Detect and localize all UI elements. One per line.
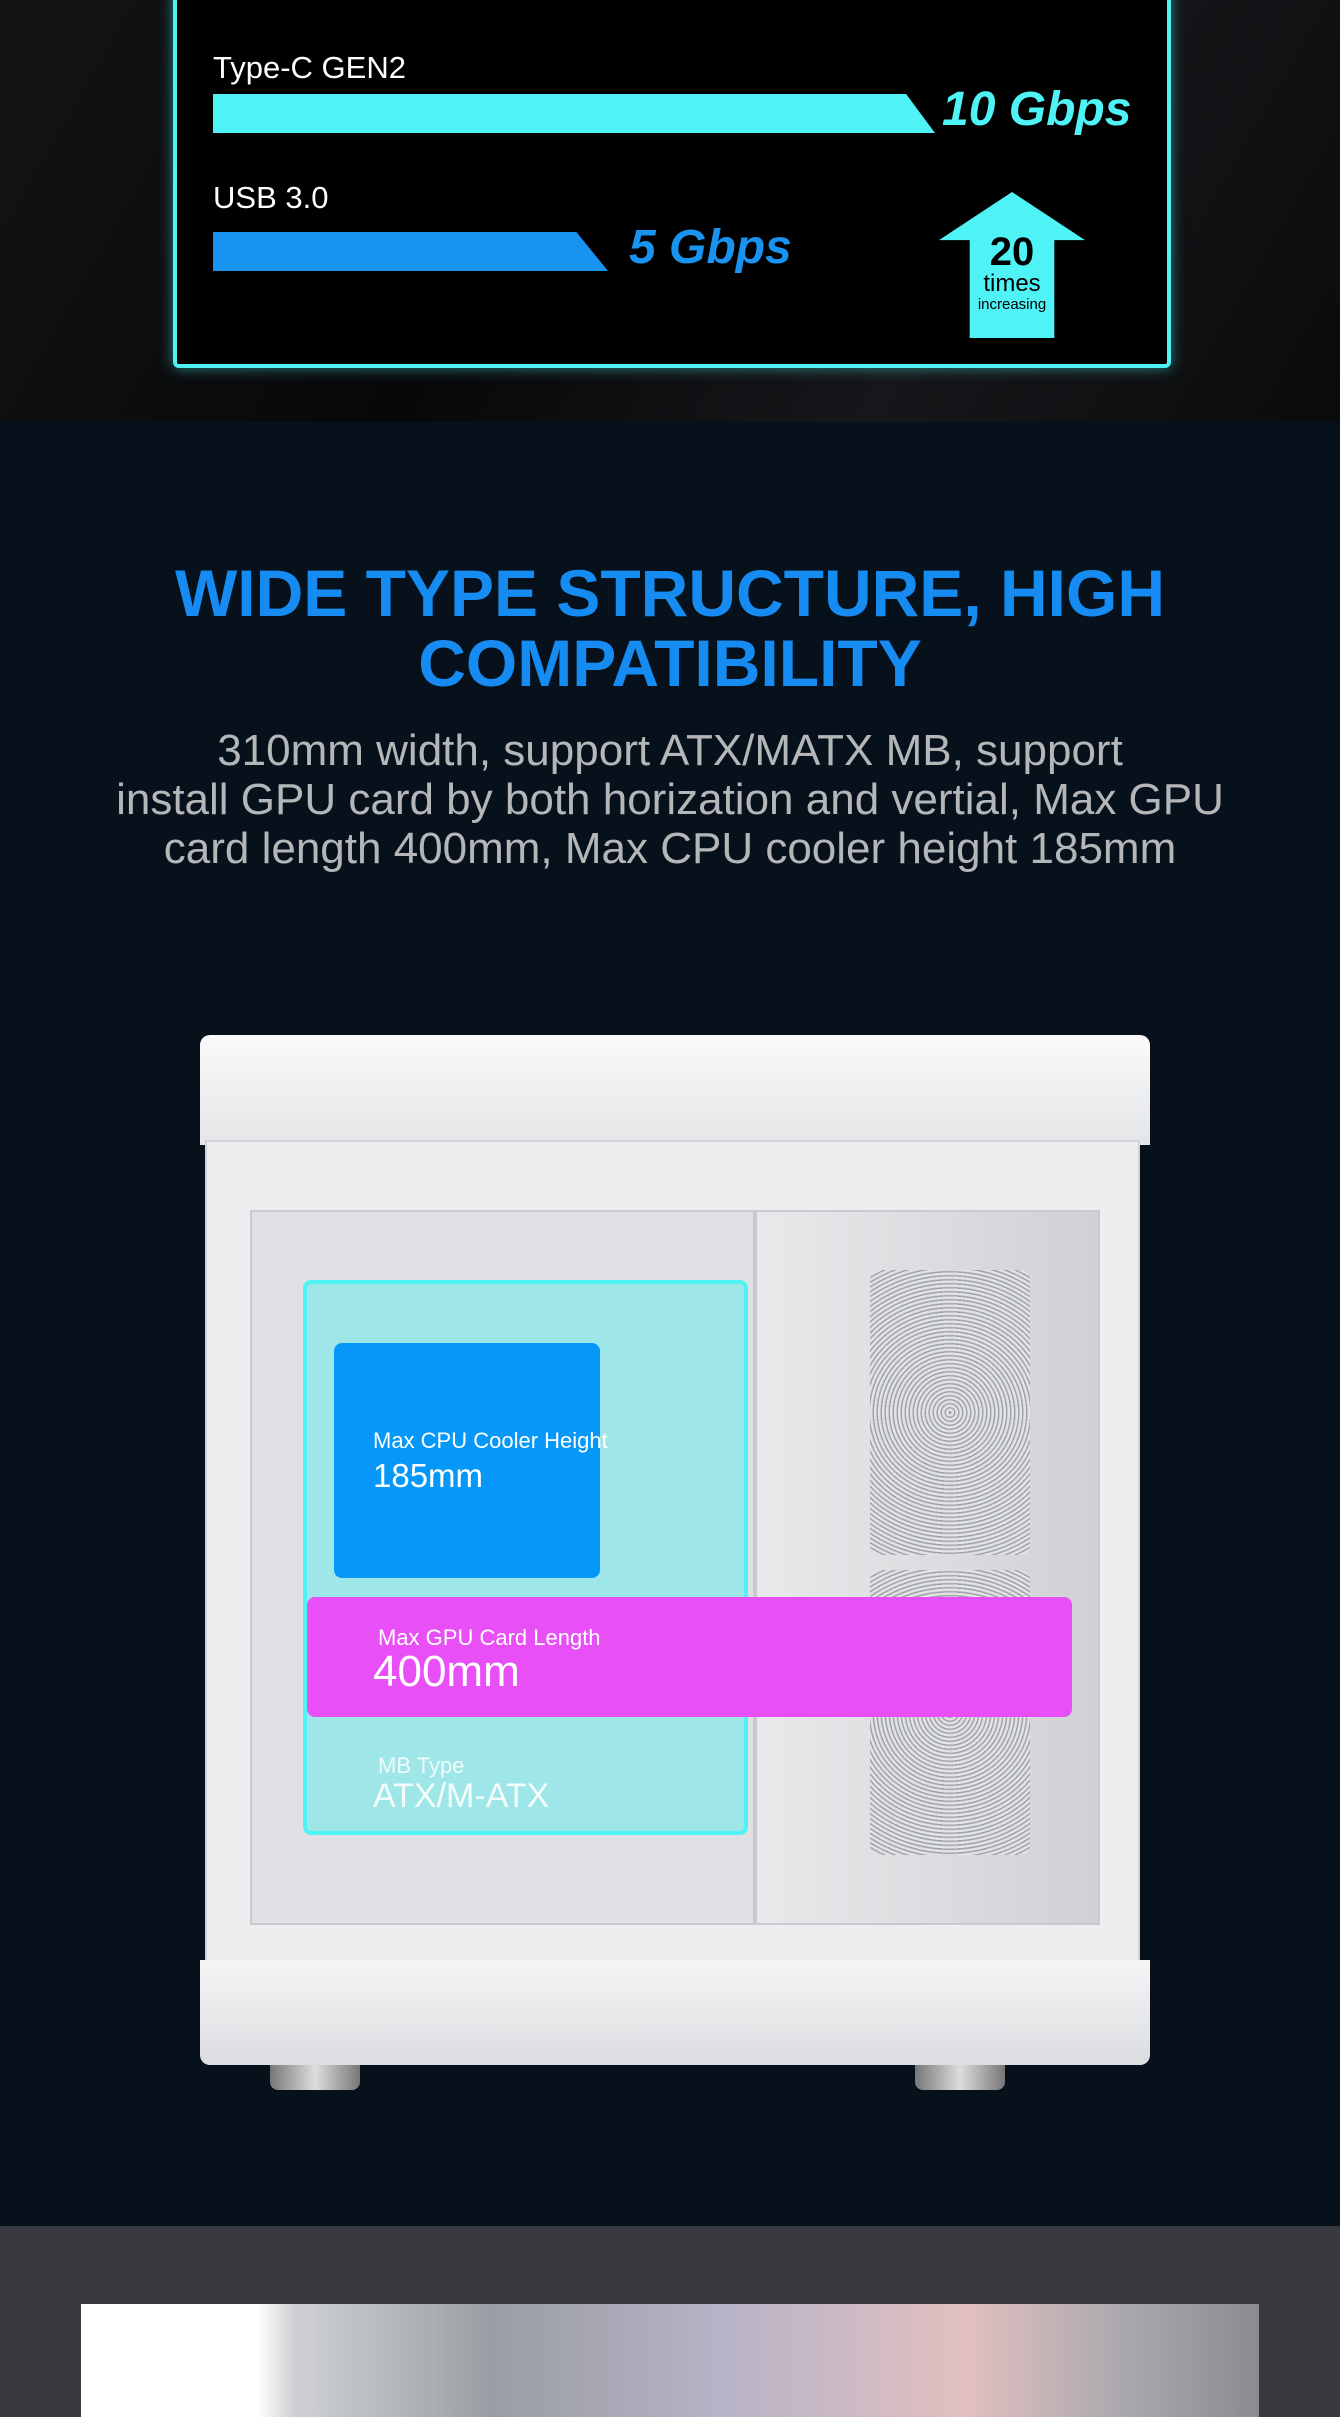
badge-sub: increasing [977, 296, 1047, 313]
case-top-panel [200, 1035, 1150, 1145]
cpu-cooler-overlay [334, 1343, 600, 1578]
case-foot [270, 2065, 360, 2090]
mb-value: ATX/M-ATX [373, 1777, 550, 1815]
mb-label: MB Type [378, 1753, 465, 1778]
speed-comparison-panel: Type-C GEN2 10 Gbps USB 3.0 5 Gbps 20 ti… [173, 0, 1171, 368]
badge-number: 20 [989, 230, 1035, 274]
usb3-speed-bar [213, 232, 608, 271]
section-title: WIDE TYPE STRUCTURE, HIGH COMPATIBILITY [0, 558, 1340, 698]
gpu-value: 400mm [373, 1647, 520, 1696]
mesh-panel [870, 1270, 1030, 1555]
badge-word: times [983, 270, 1041, 297]
desc-line: 310mm width, support ATX/MATX MB, suppor… [217, 726, 1123, 775]
title-line: WIDE TYPE STRUCTURE, HIGH [174, 556, 1166, 630]
case-bottom-panel [200, 1960, 1150, 2065]
typec-speed-bar [213, 94, 935, 133]
increase-badge: 20 times increasing [939, 232, 1085, 314]
case-interior-image [81, 2304, 1259, 2417]
section-description: 310mm width, support ATX/MATX MB, suppor… [60, 726, 1280, 873]
title-line: COMPATIBILITY [418, 626, 922, 700]
usb-speed-section: Type-C GEN2 10 Gbps USB 3.0 5 Gbps 20 ti… [0, 0, 1340, 422]
gpu-length-overlay [307, 1597, 1072, 1717]
typec-label: Type-C GEN2 [213, 50, 406, 85]
typec-speed: 10 Gbps [942, 83, 1132, 136]
pc-case-image: Max CPU Cooler Height 185mm Max GPU Card… [195, 1035, 1150, 2095]
desc-line: card length 400mm, Max CPU cooler height… [163, 824, 1177, 873]
usb3-label: USB 3.0 [213, 180, 329, 215]
usb3-speed: 5 Gbps [629, 221, 792, 274]
cpu-value: 185mm [373, 1457, 484, 1494]
desc-line: install GPU card by both horization and … [116, 775, 1224, 824]
cpu-label: Max CPU Cooler Height [373, 1428, 608, 1453]
case-foot [915, 2065, 1005, 2090]
gpu-label: Max GPU Card Length [378, 1625, 601, 1650]
